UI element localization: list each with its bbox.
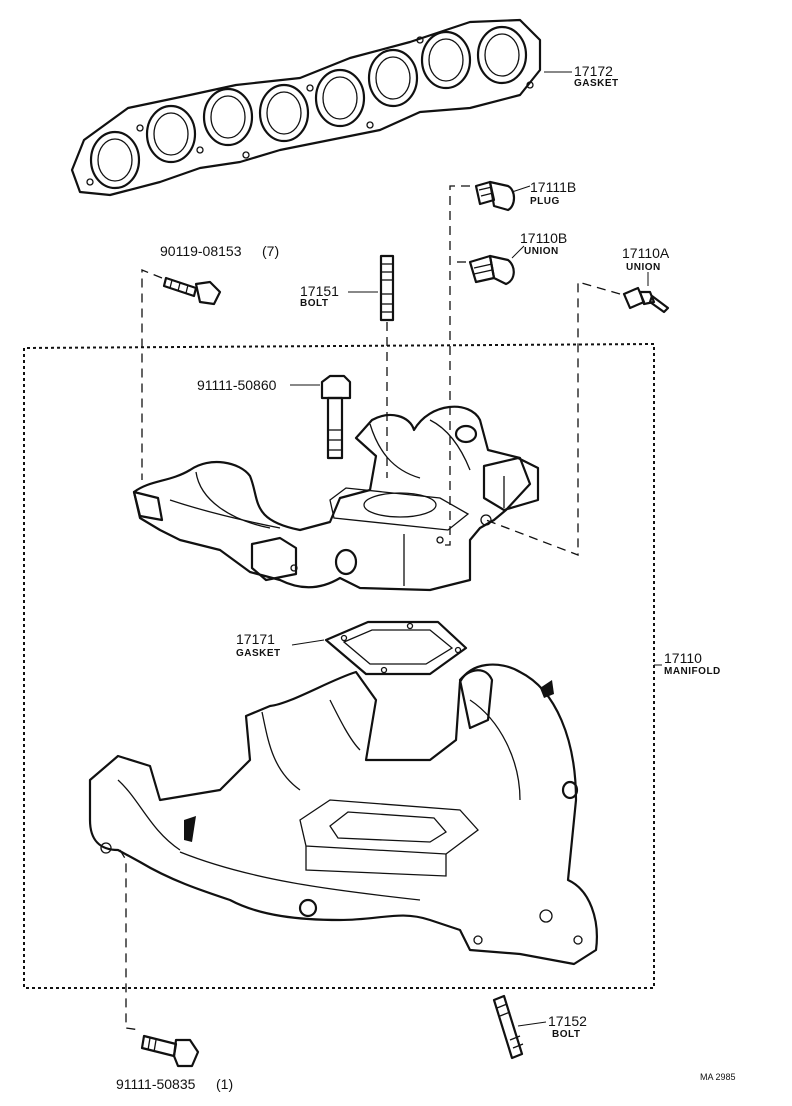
dashed-guide-bolt-50835 xyxy=(119,849,141,1031)
bolt-91111-50860 xyxy=(320,374,352,460)
part-qty-90119-08153: (7) xyxy=(262,243,279,259)
leader-17111B xyxy=(511,185,531,193)
part-number-17111B: 17111B xyxy=(530,179,576,195)
dashed-guide-union-a xyxy=(485,281,621,556)
part-name-17110: MANIFOLD xyxy=(664,666,721,677)
plug-part xyxy=(474,180,516,212)
dashed-guide-stud xyxy=(141,269,163,480)
part-number-17110B: 17110B xyxy=(520,230,567,246)
part-number-17151: 17151 xyxy=(300,283,339,299)
part-number-90119-08153: 90119-08153 xyxy=(160,243,242,259)
part-name-17151: BOLT xyxy=(300,298,328,309)
part-name-17110A: UNION xyxy=(626,262,661,273)
union-17110A-part xyxy=(622,286,670,314)
leader-17171 xyxy=(291,639,325,646)
stud-17152 xyxy=(492,994,524,1060)
exhaust-manifold-gasket xyxy=(70,18,542,197)
part-name-17152: BOLT xyxy=(552,1029,580,1040)
stud-17151 xyxy=(379,254,395,322)
part-name-17111B: PLUG xyxy=(530,196,560,207)
stud-bolt-90119 xyxy=(162,276,222,306)
part-number-17110: 17110 xyxy=(664,650,702,666)
part-number-91111-50860: 91111-50860 xyxy=(197,377,277,393)
union-17110B-part xyxy=(468,254,515,286)
part-number-17152: 17152 xyxy=(548,1013,587,1029)
manifold-assembly-bracket xyxy=(23,342,655,989)
part-number-91111-50835: 91111-50835 xyxy=(116,1076,196,1092)
part-name-17172: GASKET xyxy=(574,78,619,89)
upper-intake-manifold xyxy=(132,405,540,592)
part-number-17172: 17172 xyxy=(574,63,613,79)
part-name-17171: GASKET xyxy=(236,648,281,659)
bolt-91111-50835 xyxy=(140,1034,200,1068)
part-number-17110A: 17110A xyxy=(622,245,670,261)
part-qty-91111-50835: (1) xyxy=(216,1076,233,1092)
leader-17152 xyxy=(517,1021,547,1027)
part-name-17110B: UNION xyxy=(524,246,559,257)
dashed-guide-plug xyxy=(440,185,470,546)
carburetor-gasket xyxy=(324,620,468,676)
lower-exhaust-manifold xyxy=(88,663,598,966)
drawing-code: MA 2985 xyxy=(700,1072,736,1082)
part-number-17171: 17171 xyxy=(236,631,275,647)
leader-17110B xyxy=(511,245,525,259)
